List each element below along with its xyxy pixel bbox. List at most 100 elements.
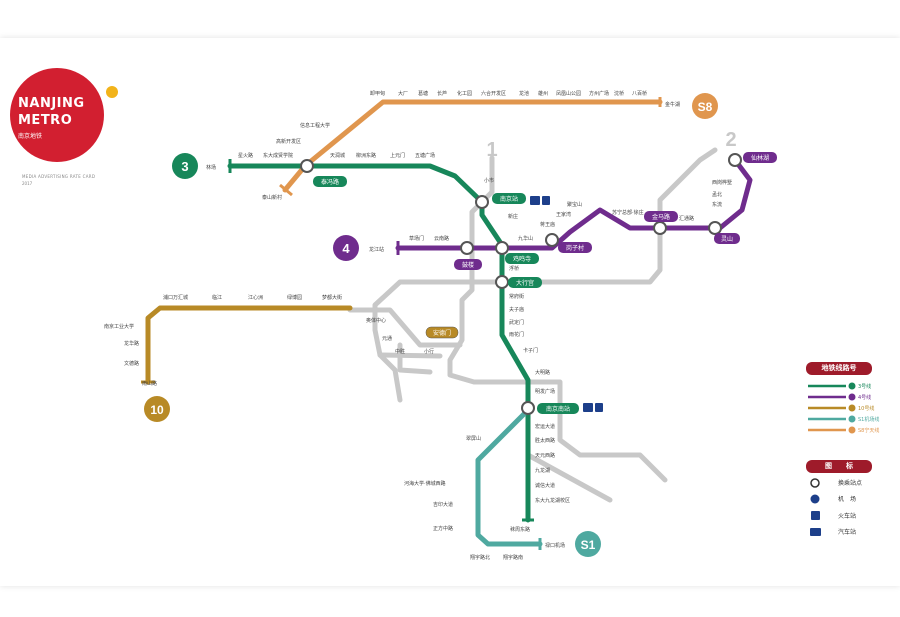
map-element	[848, 393, 856, 401]
station-label: 宏运大道	[535, 423, 555, 430]
logo-text-metro: METRO	[18, 113, 73, 128]
lineS1-track	[475, 407, 543, 547]
map-element	[505, 253, 539, 264]
pill-label: 金马路	[652, 213, 670, 221]
grey-branch-3	[377, 352, 443, 359]
station-label: 天润城	[330, 152, 345, 159]
map-element: S8	[698, 100, 713, 114]
line1-track	[447, 155, 668, 483]
map-element: 汽车站	[838, 528, 856, 536]
airport-icon	[810, 494, 820, 504]
station-label: 江心洲	[248, 294, 263, 301]
pill-label: 灵山	[721, 235, 733, 243]
station-label: 常府街	[509, 293, 524, 300]
station-label: 正方中路	[433, 525, 453, 532]
grey-lines	[347, 147, 718, 503]
station-label: 龙池	[519, 90, 529, 97]
map-card	[0, 38, 900, 586]
map-element	[644, 211, 678, 222]
station-label: 星火路	[238, 152, 253, 159]
map-element: 机 场	[838, 495, 856, 503]
line2-track	[372, 147, 718, 403]
logo-caption-year: 2017	[22, 181, 33, 186]
station-label: 长芦	[437, 90, 447, 97]
map-element	[743, 152, 777, 163]
map-element	[558, 242, 592, 253]
logo-accent-dot	[106, 86, 118, 98]
station-label: 金牛湖	[665, 101, 680, 108]
station-label: 孟北	[712, 191, 722, 198]
station-label: 吉印大道	[433, 501, 453, 508]
station-label: 浦口万汇城	[163, 294, 188, 301]
station-label: 上元门	[390, 152, 405, 159]
station-label: 苏宁总部·徐庄	[612, 209, 644, 216]
map-element	[454, 259, 482, 270]
station-label: 胜太西路	[535, 437, 555, 444]
station-label: 龙江站	[369, 246, 384, 253]
pill-label: 仙林湖	[751, 154, 769, 162]
map-element	[537, 403, 579, 414]
transfer-jinmalu	[653, 221, 667, 235]
station-label: 诚信大道	[535, 482, 555, 489]
map-element	[714, 233, 740, 244]
station-label: 禄口机场	[545, 542, 565, 549]
bus-station-icon	[810, 528, 821, 536]
station-label: 中胜	[395, 348, 405, 355]
map-element	[313, 176, 347, 187]
map-element: S1	[581, 538, 596, 552]
station-label: 泰山新村	[262, 194, 282, 201]
station-label: 凤凰山公园	[556, 90, 581, 97]
station-label: 信息工程大学	[300, 122, 330, 129]
legend-title: 地铁线路号	[806, 362, 872, 375]
station-label: 大厂	[398, 90, 408, 97]
station-label: 小市	[484, 177, 494, 184]
badge-line-4	[333, 235, 359, 261]
pill-label: 岗子村	[566, 244, 584, 252]
map-element	[279, 183, 293, 197]
station-label: 浮桥	[509, 265, 519, 272]
station-label: 秣周东路	[510, 526, 530, 533]
logo-text-chinese: 南京地铁	[18, 133, 43, 140]
map-element	[848, 426, 856, 434]
station-label: 翠屏山	[466, 435, 481, 442]
station-labels: 林场 星火路 东大成贤学院 天润城 柳洲东路 上元门 五塘广场 小市 新庄 浮桥…	[104, 90, 732, 561]
station-label: 东大成贤学院	[263, 152, 293, 159]
station-label: 方州广场	[589, 90, 609, 97]
legend-label: 4号线	[858, 394, 871, 401]
station-icons	[530, 196, 603, 412]
grey-branch-4	[525, 452, 613, 503]
line3-track	[227, 163, 531, 523]
map-element: 10	[150, 403, 164, 417]
train-station-icon	[811, 511, 820, 520]
station-label: 汇通路	[679, 215, 694, 222]
transfer-gulou	[460, 241, 474, 255]
transfer-daxinggong	[495, 275, 509, 289]
train-station-icon	[542, 196, 550, 205]
pill-label: 南京南站	[546, 405, 570, 413]
station-label: 河海大学·佛城西路	[404, 480, 446, 487]
train-station-icon	[595, 403, 603, 412]
logo-text-nanjing: NANJING	[18, 96, 85, 111]
station-label: 明发广场	[535, 388, 555, 395]
logo-caption: MEDIA ADVERTISING RATE CARD	[22, 174, 96, 179]
station-label: 东大九龙湖校区	[535, 497, 570, 504]
transfer-jimingsi	[495, 241, 509, 255]
station-label: 五塘广场	[415, 152, 435, 159]
badge-line-s1	[575, 531, 601, 557]
station-label: 聚宝山	[567, 201, 582, 208]
station-label: 柳洲东路	[356, 152, 376, 159]
lineS8-track	[282, 99, 663, 193]
station-label: 六合开发区	[481, 90, 506, 97]
station-label: 林场	[206, 164, 216, 171]
station-label: 新庄	[508, 213, 518, 220]
grey-branch-1	[347, 307, 463, 348]
map-element: 换乘站点	[838, 479, 862, 487]
station-label: 东流	[712, 201, 722, 208]
station-label: 高新开发区	[276, 138, 301, 145]
station-label: 翔宇路北	[470, 554, 490, 561]
station-label: 王家湾	[556, 211, 571, 218]
map-element	[508, 277, 542, 288]
transfer-nanjingnanzhan	[521, 401, 535, 415]
legend-label: S1机场线	[858, 416, 879, 423]
map-element: 4	[342, 241, 350, 256]
